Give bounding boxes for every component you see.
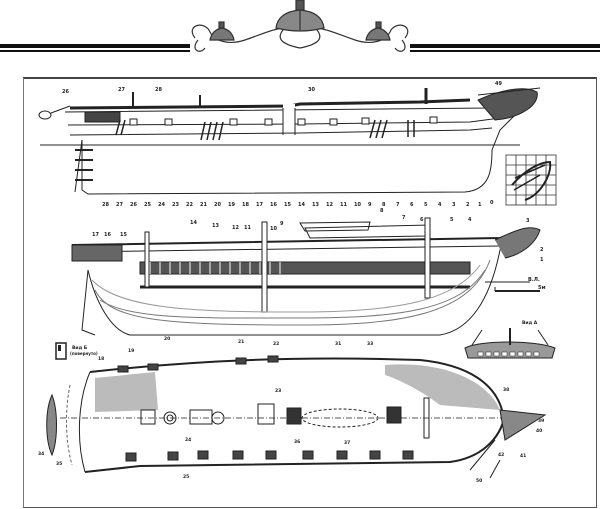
frame-number: 23	[172, 202, 179, 208]
callout-label: 30	[308, 87, 315, 93]
frame-number: 0	[490, 200, 494, 206]
callout-label: 39	[538, 418, 544, 424]
header-ornament	[0, 0, 600, 52]
frame-number: 8	[382, 202, 386, 208]
callout-label: 50	[476, 478, 482, 484]
callout-label: 12	[232, 225, 239, 231]
callout-label: 49	[495, 81, 502, 87]
drawing-frame	[23, 77, 597, 508]
callout-label: 23	[275, 388, 281, 394]
callout-label: 16	[104, 232, 111, 238]
frame-number: 22	[186, 202, 193, 208]
frame-number: 12	[326, 202, 333, 208]
frame-number: 17	[256, 202, 263, 208]
frame-number: 5	[424, 202, 428, 208]
right-rule	[410, 44, 600, 52]
frame-number: 20	[214, 202, 221, 208]
frame-number: 11	[340, 202, 347, 208]
crowns-icon	[191, 0, 409, 52]
callout-label: 7	[402, 215, 406, 221]
callout-label: 13	[212, 223, 219, 229]
frame-number: 21	[200, 202, 207, 208]
view-b-label: Вид Б	[72, 345, 88, 351]
callout-label: 31	[335, 341, 341, 347]
callout-label: 14	[190, 220, 197, 226]
callout-label: 18	[98, 356, 104, 362]
frame-number: 1	[478, 202, 482, 208]
callout-label: 20	[164, 336, 170, 342]
callout-label: 40	[536, 428, 542, 434]
frame-number: 28	[102, 202, 109, 208]
frame-number: 9	[368, 202, 372, 208]
frame-number: 26	[130, 202, 137, 208]
callout-label: 5	[450, 217, 454, 223]
frame-number: 27	[116, 202, 123, 208]
callout-label: 37	[344, 440, 350, 446]
deck-plan: 18 19 20 21 22 23 24 25 31 33 34 35 36 3…	[38, 336, 547, 484]
left-rule	[0, 44, 190, 52]
callout-label: 34	[38, 451, 44, 457]
frame-number: 15	[284, 202, 291, 208]
callout-label: 10	[270, 226, 277, 232]
view-a: Вид А	[464, 320, 556, 359]
frame-number: 13	[312, 202, 319, 208]
callout-label: 6	[420, 217, 424, 223]
frame-number: 25	[144, 202, 151, 208]
callout-label: 38	[503, 387, 509, 393]
callout-label: 17	[92, 232, 99, 238]
callout-label: 21	[238, 339, 244, 345]
frame-number: 4	[438, 202, 442, 208]
frame-number: 19	[228, 202, 235, 208]
callout-label: 4	[468, 217, 472, 223]
frame-number: 3	[452, 202, 456, 208]
callout-label: 9	[280, 221, 284, 227]
frame-number: 24	[158, 202, 165, 208]
callout-label: 27	[118, 87, 125, 93]
callout-label: 3	[526, 218, 530, 224]
side-elevation: 26 27 28 30 49	[38, 81, 541, 195]
view-b: Вид Б (повернуто)	[55, 342, 98, 360]
frame-number: 2	[466, 202, 470, 208]
frame-number: 14	[298, 202, 305, 208]
waterline-label: В.Л.	[528, 277, 540, 283]
callout-label: 35	[56, 461, 62, 467]
callout-label: 19	[128, 348, 134, 354]
callout-label: 25	[183, 474, 189, 480]
callout-label: 42	[498, 452, 504, 458]
frame-number: 18	[242, 202, 249, 208]
callout-label: 41	[520, 453, 526, 459]
frame-number: 16	[270, 202, 277, 208]
callout-label: 1	[540, 257, 544, 263]
callout-label: 2	[540, 247, 544, 253]
callout-label: 33	[367, 341, 373, 347]
frame-number-row: 28 27 26 25 24 23 22 21 20 19 18 17 16 1…	[102, 200, 494, 208]
callout-label: 22	[273, 341, 279, 347]
callout-label: 11	[244, 225, 251, 231]
longitudinal-section: В.Л. 5м 17 16 15 14 13 12 11 10 9 8 7 6 …	[71, 208, 546, 336]
callout-label: 24	[185, 437, 191, 443]
callout-label: 26	[62, 89, 69, 95]
scale-label: 5м	[538, 285, 546, 291]
frame-number: 6	[410, 202, 414, 208]
callout-label: 8	[380, 208, 384, 214]
frame-number: 7	[396, 202, 400, 208]
callout-label: 28	[155, 87, 162, 93]
callout-label: 15	[120, 232, 127, 238]
figurehead-detail	[505, 154, 557, 206]
callout-label: 36	[294, 439, 300, 445]
view-a-label: Вид А	[522, 320, 538, 326]
view-b-sublabel: (повернуто)	[70, 351, 98, 356]
frame-number: 10	[354, 202, 361, 208]
